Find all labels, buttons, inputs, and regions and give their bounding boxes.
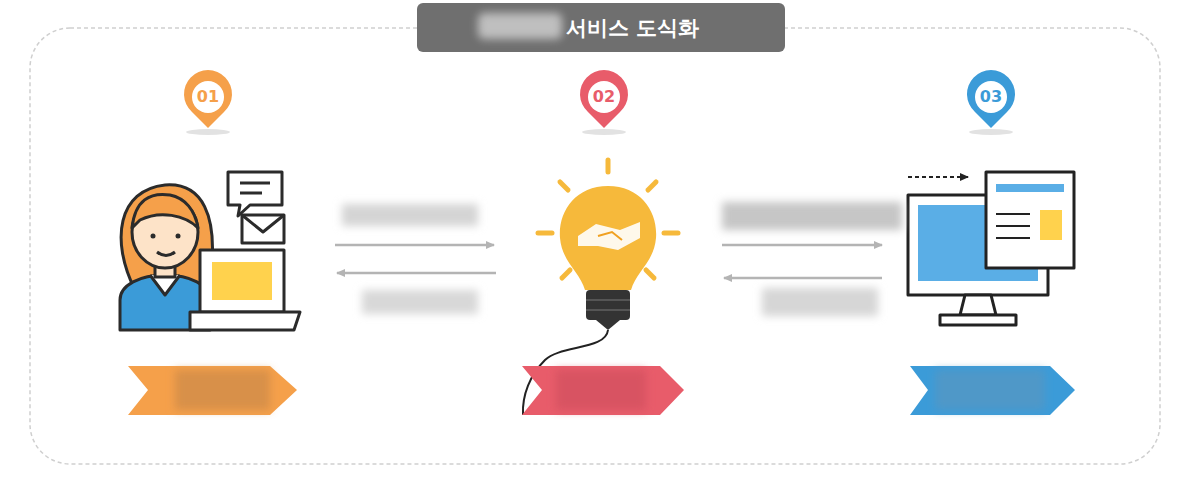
ribbon-banner: [522, 366, 684, 415]
title-text: 서비스 도식화: [566, 15, 699, 41]
callout-number: 01: [193, 87, 223, 107]
ribbon-banner: [128, 366, 297, 415]
monitor-icon: [908, 172, 1074, 325]
title-bar: [417, 3, 785, 52]
flow-arrow: [335, 245, 882, 278]
blurred-patch: [478, 13, 562, 39]
callout-number: 02: [589, 87, 619, 107]
ribbon-banner: [910, 366, 1075, 415]
pin-marker: [580, 70, 628, 135]
blurred-patch: [342, 202, 902, 316]
callout-number: 03: [976, 87, 1006, 107]
dashed-frame: [30, 28, 1160, 464]
pin-marker: [184, 70, 232, 135]
pin-marker: [967, 70, 1015, 135]
person-icon: [120, 172, 300, 330]
